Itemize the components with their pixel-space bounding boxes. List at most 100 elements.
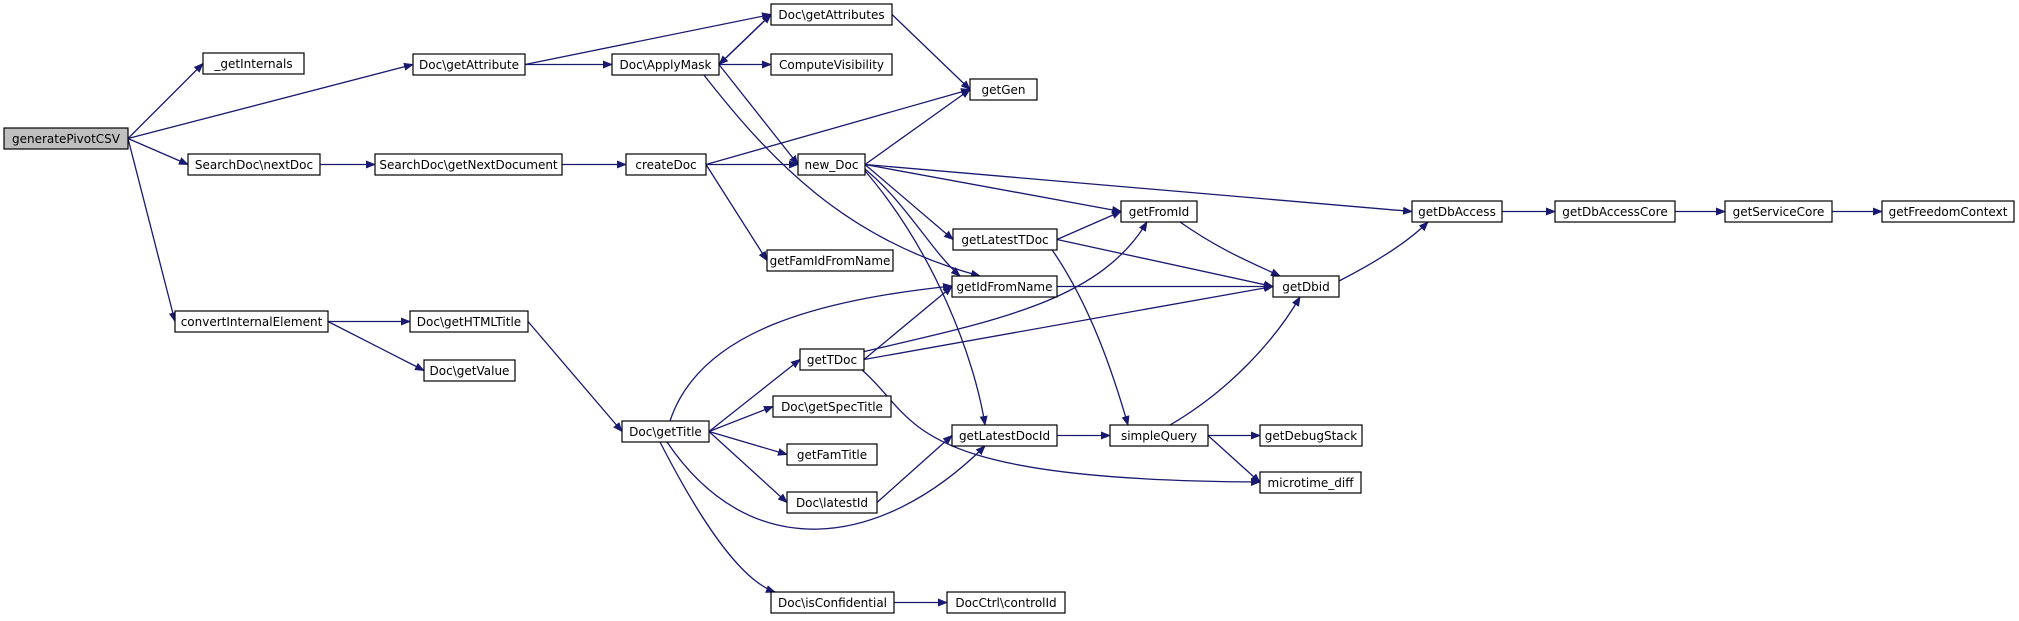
edge-docGetTitle-to-getLatestDocId <box>666 441 986 530</box>
node-getLatestDocId[interactable]: getLatestDocId <box>951 424 1058 447</box>
node-box[interactable] <box>772 395 892 418</box>
node-box[interactable] <box>1411 200 1503 223</box>
node-label: getTDoc <box>807 353 857 367</box>
node-label: Doc\getValue <box>430 364 510 378</box>
node-box[interactable] <box>611 53 720 76</box>
edge-docApplyMask-to-getIdFromName <box>699 69 981 278</box>
node-box[interactable] <box>374 153 563 176</box>
node-docApplyMask[interactable]: Doc\ApplyMask <box>611 53 720 76</box>
node-box[interactable] <box>3 127 129 150</box>
node-searchDocGetNextDocument[interactable]: SearchDoc\getNextDocument <box>374 153 563 176</box>
edge-generatePivotCSV-to-docGetAttribute <box>127 62 414 140</box>
edge-newDoc-to-getGen <box>864 88 971 166</box>
node-box[interactable] <box>946 591 1066 614</box>
node-generatePivotCSV[interactable]: generatePivotCSV <box>3 127 129 150</box>
node-box[interactable] <box>1724 200 1833 223</box>
edge-createDoc-to-getGen <box>705 88 971 166</box>
node-box[interactable] <box>1272 275 1340 298</box>
edge-simpleQuery-to-getDbid <box>1169 296 1301 426</box>
node-docIsConfidential[interactable]: Doc\isConfidential <box>770 591 895 614</box>
node-getFamTitle[interactable]: getFamTitle <box>786 443 878 466</box>
node-docGetAttribute[interactable]: Doc\getAttribute <box>412 53 526 76</box>
node-box[interactable] <box>786 443 878 466</box>
edge-newDoc-to-getLatestTDoc <box>864 164 954 241</box>
node-docCtrlControlId[interactable]: DocCtrl\controlId <box>946 591 1066 614</box>
node-box[interactable] <box>621 420 710 443</box>
node-label: _getInternals <box>213 57 292 71</box>
edge-generatePivotCSV-to-getInternals <box>127 62 204 139</box>
node-searchDocNextDoc[interactable]: SearchDoc\nextDoc <box>187 153 321 176</box>
node-label: getIdFromName <box>957 280 1053 294</box>
node-label: getDebugStack <box>1265 429 1357 443</box>
node-getFamIdFromName[interactable]: getFamIdFromName <box>766 249 894 272</box>
node-box[interactable] <box>1259 471 1362 494</box>
node-box[interactable] <box>969 78 1038 101</box>
node-box[interactable] <box>797 153 866 176</box>
node-getDbid[interactable]: getDbid <box>1272 275 1340 298</box>
node-getDbAccess[interactable]: getDbAccess <box>1411 200 1503 223</box>
node-box[interactable] <box>1120 200 1198 223</box>
node-label: Doc\getSpecTitle <box>781 400 883 414</box>
node-box[interactable] <box>412 53 526 76</box>
node-docGetAttributes[interactable]: Doc\getAttributes <box>770 3 893 26</box>
node-box[interactable] <box>951 275 1058 298</box>
node-box[interactable] <box>1881 200 2015 223</box>
node-docLatestId[interactable]: Doc\latestId <box>786 491 878 514</box>
node-box[interactable] <box>786 491 878 514</box>
node-getFreedomContext[interactable]: getFreedomContext <box>1881 200 2015 223</box>
node-box[interactable] <box>770 3 893 26</box>
node-label: getDbAccessCore <box>1562 205 1667 219</box>
node-box[interactable] <box>409 310 529 333</box>
node-getServiceCore[interactable]: getServiceCore <box>1724 200 1833 223</box>
node-label: getGen <box>982 83 1026 97</box>
node-getTDoc[interactable]: getTDoc <box>799 348 865 371</box>
node-box[interactable] <box>766 249 894 272</box>
node-getDebugStack[interactable]: getDebugStack <box>1259 424 1363 447</box>
node-box[interactable] <box>625 153 707 176</box>
node-docGetValue[interactable]: Doc\getValue <box>423 359 516 382</box>
node-box[interactable] <box>187 153 321 176</box>
node-box[interactable] <box>1109 424 1209 447</box>
node-box[interactable] <box>174 310 329 333</box>
edge-convertInternalElement-to-docGetValue <box>327 320 425 372</box>
node-box[interactable] <box>799 348 865 371</box>
node-box[interactable] <box>423 359 516 382</box>
node-docGetTitle[interactable]: Doc\getTitle <box>621 420 710 443</box>
node-getFromId[interactable]: getFromId <box>1120 200 1198 223</box>
node-box[interactable] <box>202 52 305 75</box>
node-box[interactable] <box>952 228 1058 251</box>
node-box[interactable] <box>951 424 1058 447</box>
edge-getLatestTDoc-to-simpleQuery <box>1044 239 1130 426</box>
node-label: Doc\latestId <box>796 496 868 510</box>
edge-getFromId-to-getDbid <box>1179 221 1281 277</box>
edge-docGetTitle-to-docGetSpecTitle <box>708 405 774 433</box>
node-docGetSpecTitle[interactable]: Doc\getSpecTitle <box>772 395 892 418</box>
node-box[interactable] <box>1259 424 1363 447</box>
node-getDbAccessCore[interactable]: getDbAccessCore <box>1554 200 1676 223</box>
node-label: getLatestDocId <box>959 429 1050 443</box>
node-convertInternalElement[interactable]: convertInternalElement <box>174 310 329 333</box>
edge-getTDoc-to-getDbid <box>863 284 1274 361</box>
node-box[interactable] <box>1554 200 1676 223</box>
edge-newDoc-to-getIdFromName <box>859 164 961 277</box>
edge-simpleQuery-to-microtimeDiff <box>1207 435 1261 484</box>
edge-generatePivotCSV-to-searchDocNextDoc <box>127 137 189 166</box>
edge-getLatestTDoc-to-getFromId <box>1056 210 1122 241</box>
node-createDoc[interactable]: createDoc <box>625 153 707 176</box>
node-box[interactable] <box>770 591 895 614</box>
node-simpleQuery[interactable]: simpleQuery <box>1109 424 1209 447</box>
node-getLatestTDoc[interactable]: getLatestTDoc <box>952 228 1058 251</box>
node-getIdFromName[interactable]: getIdFromName <box>951 275 1058 298</box>
node-computeVisibility[interactable]: ComputeVisibility <box>770 53 893 76</box>
node-newDoc[interactable]: new_Doc <box>797 153 866 176</box>
node-box[interactable] <box>770 53 893 76</box>
node-microtimeDiff[interactable]: microtime_diff <box>1259 471 1362 494</box>
node-label: getFromId <box>1129 205 1190 219</box>
edge-createDoc-to-getFamIdFromName <box>705 164 768 262</box>
node-label: new_Doc <box>805 158 859 172</box>
node-getInternals[interactable]: _getInternals <box>202 52 305 75</box>
node-getGen[interactable]: getGen <box>969 78 1038 101</box>
node-label: Doc\ApplyMask <box>619 58 711 72</box>
node-docGetHTMLTitle[interactable]: Doc\getHTMLTitle <box>409 310 529 333</box>
edge-generatePivotCSV-to-convertInternalElement <box>127 138 177 323</box>
